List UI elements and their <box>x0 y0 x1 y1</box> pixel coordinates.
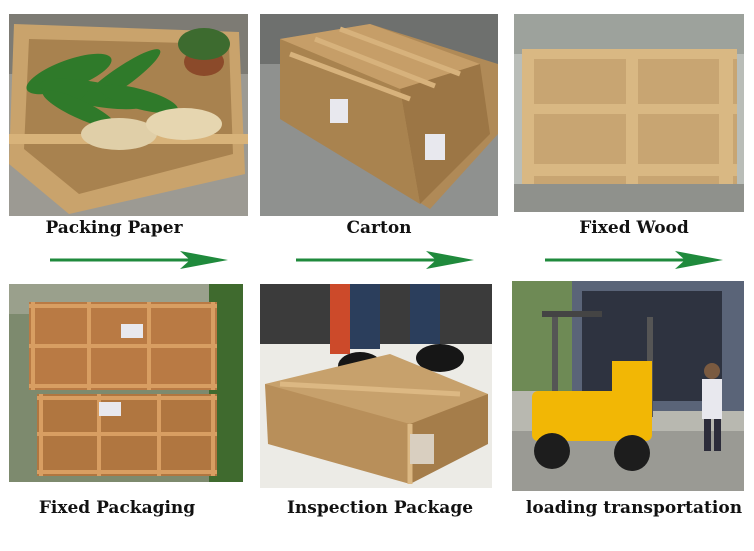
loading-transportation-photo <box>512 281 744 491</box>
step-label-fixed-wood: Fixed Wood <box>579 218 689 238</box>
fixed-packaging-photo <box>9 284 243 482</box>
arrow-right-icon <box>545 250 725 270</box>
fixed-wood-photo <box>514 14 744 212</box>
step-label-loading-transportation: loading transportation <box>525 498 743 518</box>
inspection-package-photo <box>260 284 492 488</box>
arrow-right-icon <box>296 250 476 270</box>
step-label-packing-paper: Packing Paper <box>45 218 183 238</box>
arrow-right-icon <box>50 250 230 270</box>
step-label-carton: Carton <box>346 218 412 238</box>
carton-photo <box>260 14 498 216</box>
step-label-fixed-packaging: Fixed Packaging <box>38 498 196 518</box>
packing-paper-photo <box>9 14 248 216</box>
step-label-inspection-package: Inspection Package <box>286 498 474 518</box>
